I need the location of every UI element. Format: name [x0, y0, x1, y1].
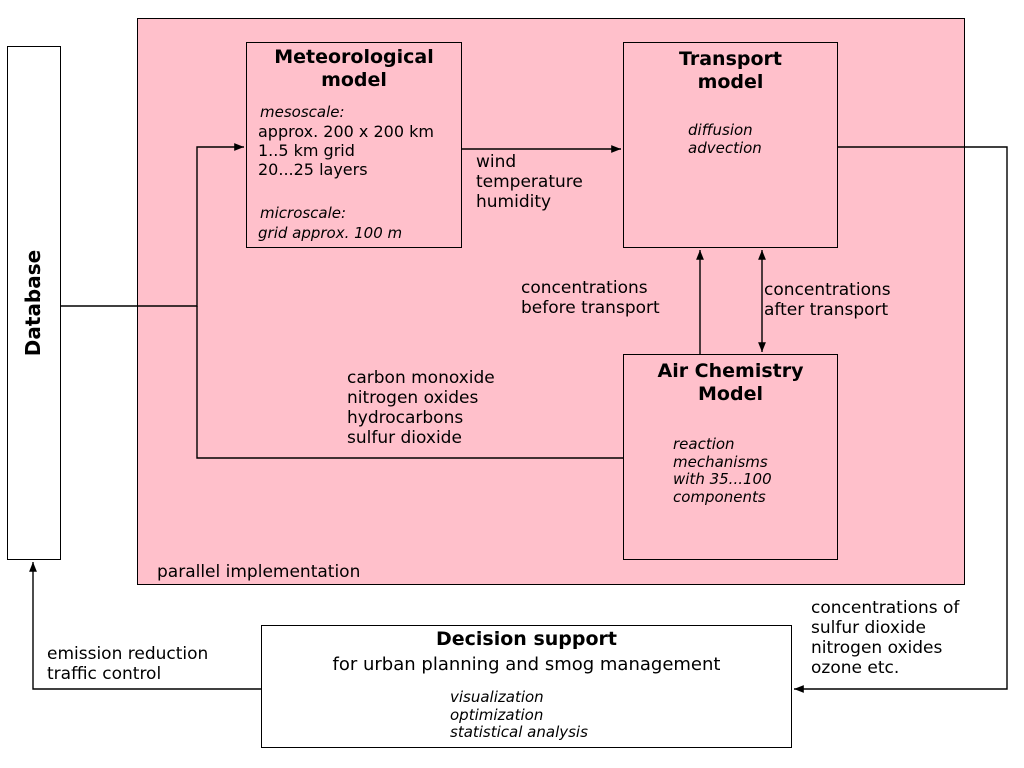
meteorological-model-box	[246, 42, 462, 248]
decision-support-subtitle: for urban planning and smog management	[332, 654, 721, 675]
air-chemistry-details: reaction mechanisms with 35...100 compon…	[673, 435, 772, 507]
microscale-detail: grid approx. 100 m	[258, 224, 403, 242]
air-chemistry-model-box	[623, 354, 838, 560]
before-transport-line: concentrations	[521, 278, 648, 298]
emission-line: carbon monoxide	[347, 368, 495, 388]
transport-detail-line: diffusion	[688, 121, 753, 139]
transport-title-line: model	[697, 71, 764, 94]
concentrations-of-line: sulfur dioxide	[811, 618, 926, 639]
decision-support-title: Decision support	[436, 628, 617, 650]
parallel-implementation-label: parallel implementation	[157, 562, 361, 582]
emission-line: sulfur dioxide	[347, 428, 462, 449]
emission-line: hydrocarbons	[347, 408, 464, 429]
air-chemistry-detail-line: reaction	[673, 435, 735, 453]
air-chemistry-model-title: Air Chemistry Model	[623, 360, 838, 406]
transport-detail-line: advection	[688, 138, 762, 157]
decision-detail-line: visualization	[450, 688, 544, 706]
after-transport-label: concentrations after transport	[764, 280, 891, 320]
transport-model-title: Transport model	[623, 48, 838, 94]
emissions-connector	[196, 306, 623, 459]
database-box	[7, 46, 61, 560]
meteorological-model-title: Meteorological model	[246, 46, 462, 92]
after-transport-line: after transport	[764, 300, 889, 321]
mesoscale-line: 20...25 layers	[258, 159, 368, 179]
met-to-transport-label: wind temperature humidity	[476, 152, 583, 212]
emission-line: nitrogen oxides	[347, 388, 479, 409]
before-transport-label: concentrations before transport	[521, 278, 660, 318]
concentrations-of-label: concentrations of sulfur dioxide nitroge…	[811, 598, 959, 678]
air-chemistry-title-line: Model	[698, 383, 763, 406]
emissions-label: carbon monoxide nitrogen oxides hydrocar…	[347, 368, 495, 448]
feedback-label: emission reduction traffic control	[47, 644, 208, 684]
microscale-heading: microscale:	[260, 204, 347, 222]
met-output-line: temperature	[476, 172, 583, 193]
mesoscale-heading: mesoscale:	[260, 103, 345, 121]
met-output-line: wind	[476, 152, 517, 172]
transport-to-decision-arrow	[794, 146, 1008, 693]
decision-support-box	[261, 625, 792, 748]
mesoscale-line: 1..5 km grid	[258, 140, 355, 160]
air-chemistry-detail-line: mechanisms	[673, 452, 768, 471]
met-output-line: humidity	[476, 192, 552, 213]
air-chemistry-detail-line: components	[673, 488, 766, 507]
mesoscale-details: approx. 200 x 200 km 1..5 km grid 20...2…	[258, 122, 434, 180]
concentrations-of-line: concentrations of	[811, 598, 960, 618]
transport-title-line: Transport	[678, 48, 782, 70]
transport-details: diffusion advection	[688, 121, 762, 157]
decision-support-details: visualization optimization statistical a…	[450, 688, 588, 742]
meteorological-title-line: Meteorological	[274, 46, 434, 68]
decision-to-database-arrow	[29, 562, 261, 690]
decision-detail-line: optimization	[450, 705, 544, 724]
before-transport-line: before transport	[521, 298, 660, 319]
concentrations-of-line: nitrogen oxides	[811, 638, 943, 659]
database-to-meteorological-arrow	[61, 143, 244, 307]
after-transport-line: concentrations	[764, 280, 891, 300]
air-chemistry-title-line: Air Chemistry	[657, 360, 804, 382]
concentrations-of-line: ozone etc.	[811, 658, 900, 679]
meteorological-title-line: model	[321, 69, 387, 92]
air-chemistry-detail-line: with 35...100	[673, 470, 772, 489]
feedback-line: traffic control	[47, 664, 162, 685]
decision-detail-line: statistical analysis	[450, 723, 588, 742]
mesoscale-line: approx. 200 x 200 km	[258, 122, 434, 141]
transport-model-box	[623, 42, 838, 248]
feedback-line: emission reduction	[47, 644, 209, 664]
